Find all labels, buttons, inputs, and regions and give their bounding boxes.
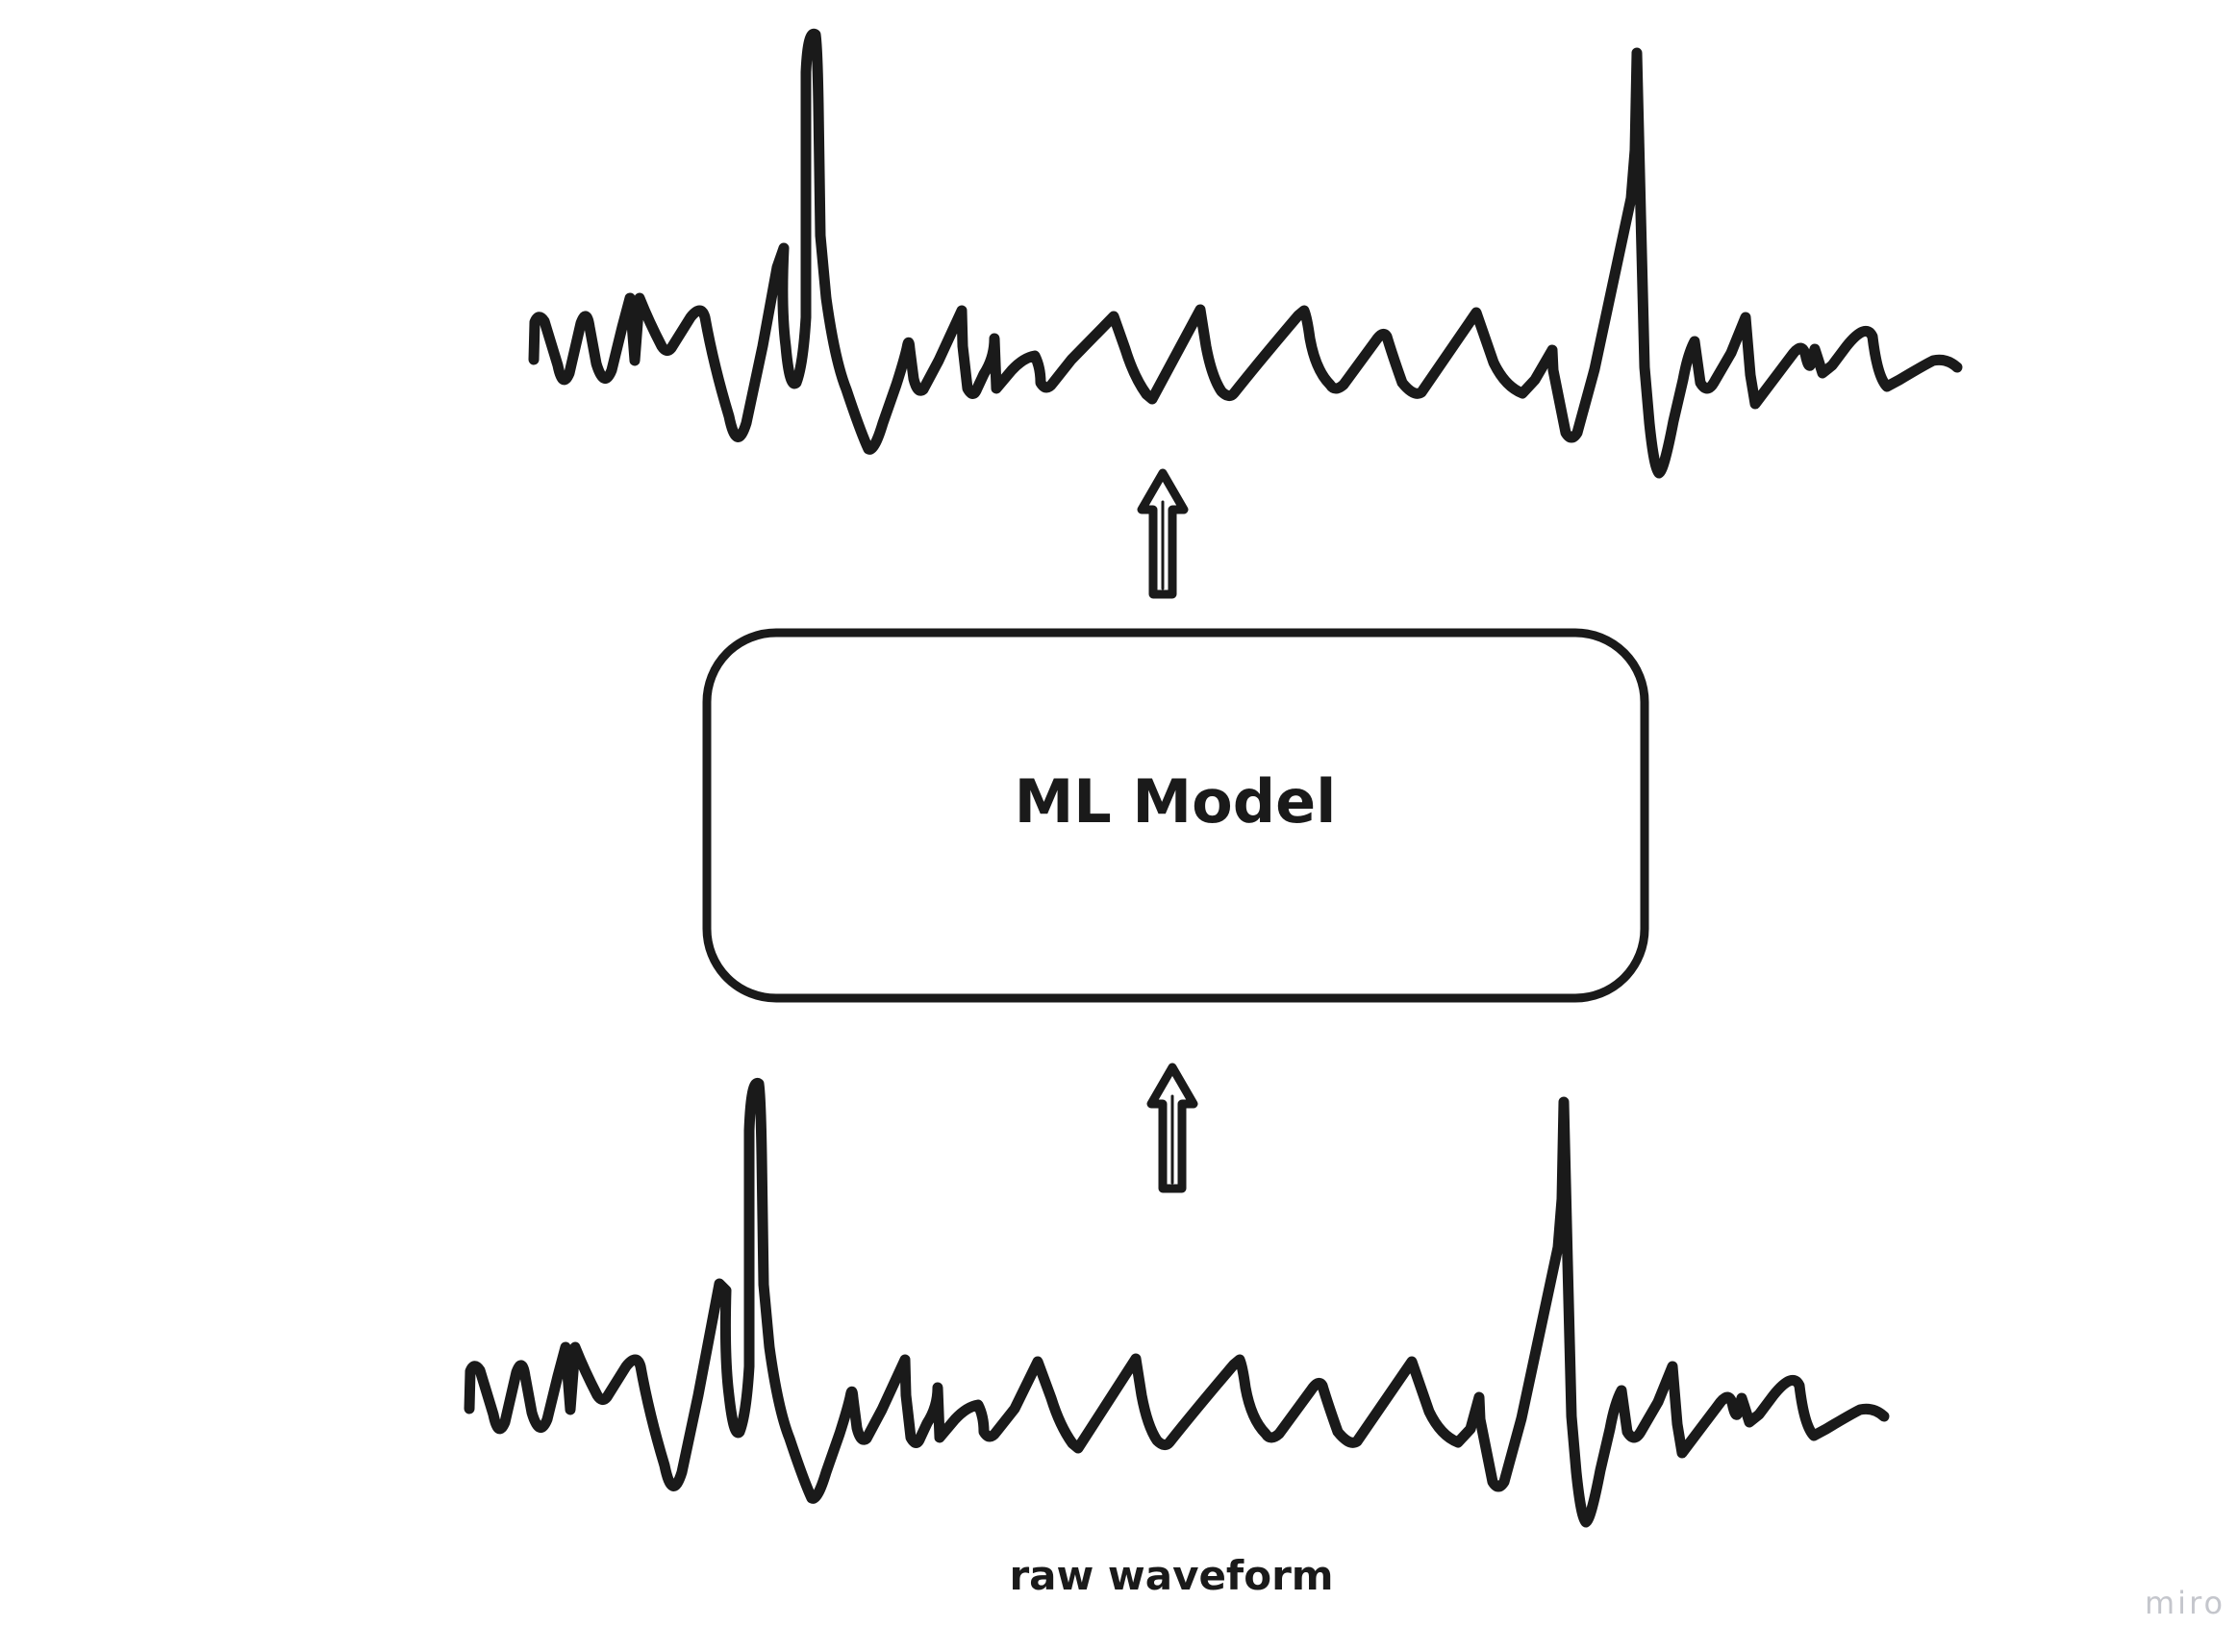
ml-model-label: ML Model bbox=[1015, 766, 1337, 837]
input-arrow bbox=[1146, 1063, 1198, 1193]
ml-model-box[interactable] bbox=[702, 628, 1649, 1003]
output-waveform bbox=[528, 28, 1963, 479]
input-waveform bbox=[464, 1077, 1890, 1528]
output-arrow bbox=[1137, 468, 1189, 599]
miro-watermark: miro bbox=[2145, 1585, 2225, 1621]
raw-waveform-caption: raw waveform bbox=[1009, 1552, 1333, 1599]
